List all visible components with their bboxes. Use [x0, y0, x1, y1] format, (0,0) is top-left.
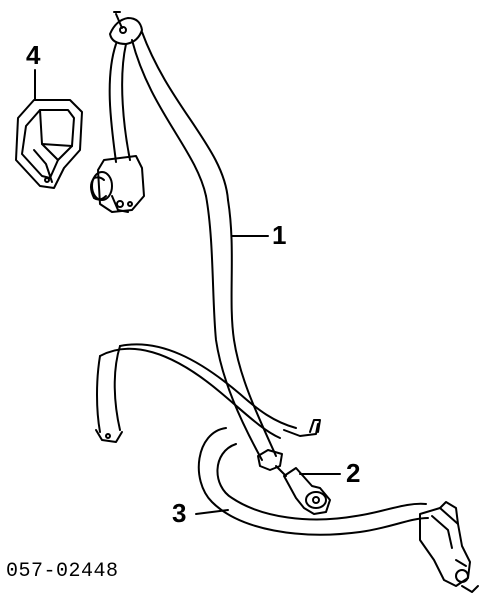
callout-4: 4	[26, 40, 41, 70]
tongue-plate-part-2	[257, 449, 341, 515]
callout-3: 3	[172, 498, 187, 528]
retractor-assembly-part-1	[90, 11, 277, 461]
belt-guide-cover-part-4	[15, 99, 83, 189]
diagram-code: 057-02448	[6, 560, 119, 583]
callout-2: 2	[346, 458, 361, 488]
lap-belt-webbing	[95, 343, 321, 443]
buckle-assembly-part-3	[195, 427, 479, 593]
callout-1: 1	[272, 220, 287, 250]
